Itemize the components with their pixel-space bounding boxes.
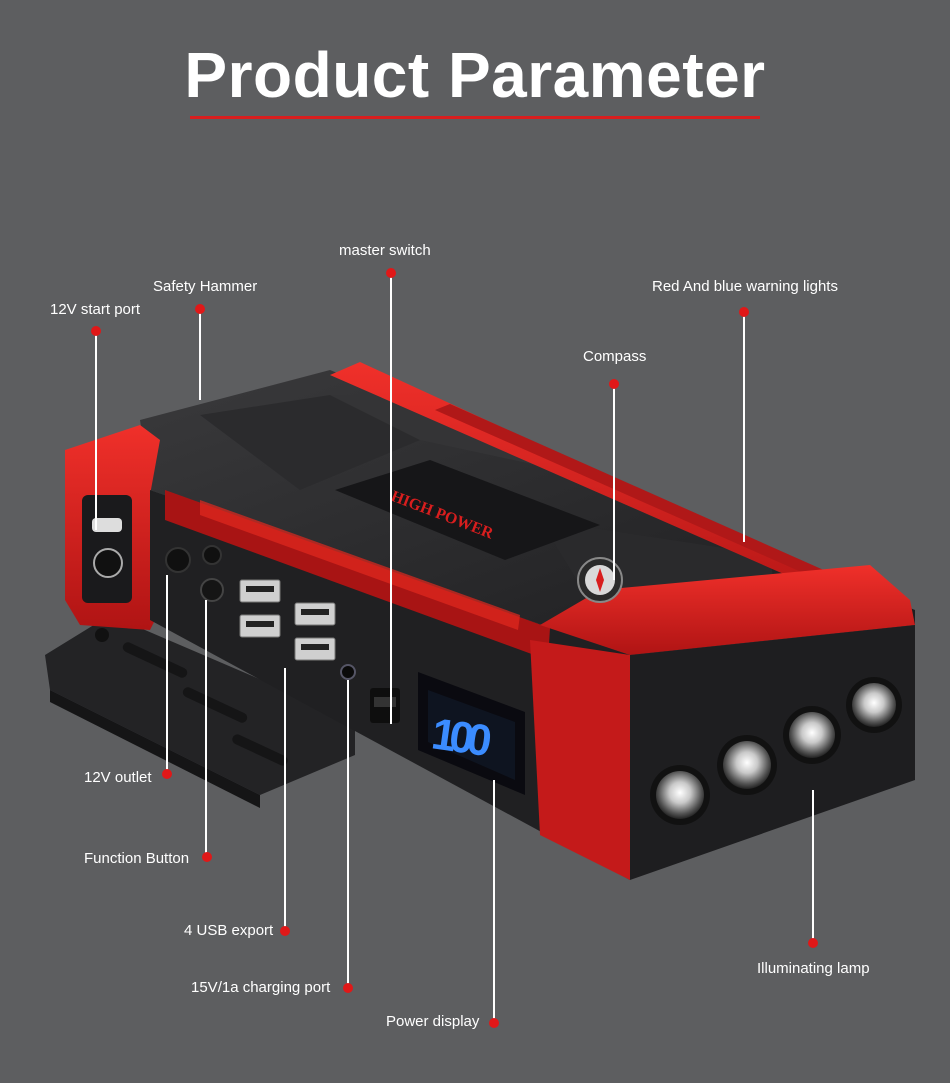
line-master-switch [390,274,392,724]
page-title: Product Parameter [184,39,766,111]
label-master-switch: master switch [339,242,431,259]
dot-start-port [91,326,101,336]
label-compass: Compass [583,348,647,365]
label-power-display: Power display [386,1013,480,1030]
right-red-rail [330,362,910,625]
label-outlet: 12V outlet [84,769,152,786]
label-charging-port: 15V/1a charging port [191,979,331,996]
title-underline [190,116,760,119]
label-usb-export: 4 USB export [184,922,274,939]
line-charging-port [347,680,349,988]
line-illuminating-lamp [812,790,814,943]
line-compass [613,384,615,580]
label-start-port: 12V start port [50,301,141,318]
right-red-cap-top [540,565,915,655]
function-button [200,578,224,602]
brand-panel [335,460,600,560]
dot-master-switch [386,268,396,278]
line-power-display [493,780,495,1022]
line-usb [284,668,286,930]
dot-warning-lights [739,307,749,317]
outlet-port [165,547,191,573]
line-function-button [205,600,207,857]
charging-port [340,664,356,680]
dot-power-display [489,1018,499,1028]
dot-compass [609,379,619,389]
label-function-button: Function Button [84,850,190,867]
dot-illuminating-lamp [808,938,818,948]
label-safety-hammer: Safety Hammer [153,278,258,295]
right-red-cap-side [530,640,630,880]
dot-charging-port [343,983,353,993]
line-warning-lights [743,312,745,542]
label-illuminating-lamp: Illuminating lamp [757,960,870,977]
line-start-port [95,330,97,530]
line-safety-hammer [199,308,201,400]
dot-outlet [162,769,172,779]
dot-safety-hammer [195,304,205,314]
line-outlet [166,575,168,775]
stand-plate [45,615,355,808]
dot-usb [280,926,290,936]
label-warning-lights: Red And blue warning lights [652,278,838,295]
display-value-text: 100 [429,709,495,766]
dot-function-button [202,852,212,862]
